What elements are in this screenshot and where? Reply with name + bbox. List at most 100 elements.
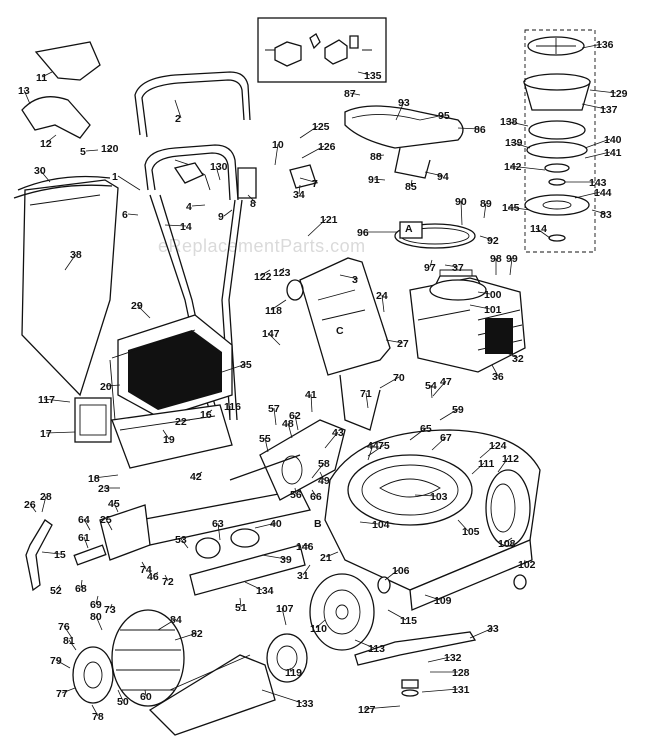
leader-line-14 xyxy=(164,224,187,227)
part-number-34: 34 xyxy=(293,189,305,201)
leader-line-126 xyxy=(301,145,325,159)
leader-line-10 xyxy=(274,143,279,166)
part-number-122: 122 xyxy=(254,271,272,283)
leader-line-83 xyxy=(591,209,607,215)
part-number-31: 31 xyxy=(297,570,309,582)
part-number-101: 101 xyxy=(484,304,502,316)
part-number-131: 131 xyxy=(452,684,470,696)
leader-line-118 xyxy=(270,299,287,311)
part-number-59: 59 xyxy=(452,404,464,416)
part-number-93: 93 xyxy=(398,97,410,109)
callout-letter-b: B xyxy=(314,518,322,530)
part-number-125: 125 xyxy=(312,121,330,133)
part-number-43: 43 xyxy=(332,427,344,439)
part-number-76: 76 xyxy=(58,621,70,633)
part-number-147: 147 xyxy=(262,328,280,340)
engine xyxy=(409,269,526,373)
part-number-117: 117 xyxy=(38,394,55,406)
leader-line-140 xyxy=(584,138,611,149)
leader-line-52 xyxy=(55,584,61,591)
leader-line-54 xyxy=(430,384,433,399)
leader-line-134 xyxy=(244,581,263,591)
part-number-28: 28 xyxy=(40,491,52,503)
mower-deck xyxy=(324,429,541,611)
part-number-113: 113 xyxy=(368,643,385,655)
leader-line-66 xyxy=(311,489,317,497)
leader-line-21 xyxy=(325,551,339,558)
part-number-10: 10 xyxy=(272,139,284,151)
part-number-132: 132 xyxy=(444,652,462,664)
part-number-126: 126 xyxy=(318,141,336,153)
leader-line-71 xyxy=(365,392,369,409)
part-number-60: 60 xyxy=(140,691,152,703)
part-number-48: 48 xyxy=(282,418,294,430)
leader-line-127 xyxy=(363,705,401,710)
part-number-1: 1 xyxy=(112,171,118,183)
part-number-130: 130 xyxy=(210,161,228,173)
leader-line-59 xyxy=(439,408,459,421)
leader-line-22 xyxy=(180,419,191,422)
leader-line-40 xyxy=(254,522,277,529)
part-number-17: 17 xyxy=(40,428,52,440)
part-number-119: 119 xyxy=(285,667,302,679)
leader-line-144 xyxy=(574,191,601,199)
part-number-37: 37 xyxy=(452,262,464,274)
part-number-61: 61 xyxy=(78,532,90,544)
callout-letter-a: A xyxy=(405,223,413,235)
part-number-64: 64 xyxy=(78,514,90,526)
leader-line-138 xyxy=(505,120,529,127)
part-number-94: 94 xyxy=(437,171,449,183)
leader-line-30 xyxy=(39,169,51,183)
part-number-98: 98 xyxy=(490,253,502,265)
part-number-68: 68 xyxy=(75,583,87,595)
leader-line-125 xyxy=(299,125,319,139)
part-number-66: 66 xyxy=(310,491,322,503)
part-number-86: 86 xyxy=(474,124,486,136)
part-number-20: 20 xyxy=(100,381,112,393)
leader-line-63 xyxy=(217,522,221,541)
part-number-42: 42 xyxy=(190,471,202,483)
svg-text:C: C xyxy=(336,325,344,337)
part-number-29: 29 xyxy=(131,300,143,312)
part-number-85: 85 xyxy=(405,181,417,193)
leader-line-43 xyxy=(324,431,339,449)
part-number-95: 95 xyxy=(438,110,450,122)
leader-line-41 xyxy=(310,393,313,413)
part-number-2: 2 xyxy=(175,113,181,125)
part-number-53: 53 xyxy=(175,534,187,546)
leader-line-11 xyxy=(41,71,53,78)
part-number-46: 46 xyxy=(147,571,159,583)
leader-line-31 xyxy=(302,564,311,576)
leader-line-107 xyxy=(281,607,287,626)
part-number-58: 58 xyxy=(318,458,330,470)
part-number-8: 8 xyxy=(250,198,256,210)
leader-line-93 xyxy=(395,101,405,121)
leader-line-46 xyxy=(152,571,159,577)
part-number-120: 120 xyxy=(101,143,119,155)
part-number-144: 144 xyxy=(594,187,612,199)
part-number-111: 111 xyxy=(478,458,495,470)
part-number-26: 26 xyxy=(24,499,36,511)
leader-line-142 xyxy=(509,165,546,171)
leader-line-73 xyxy=(109,603,113,610)
part-number-106: 106 xyxy=(392,565,410,577)
part-number-41: 41 xyxy=(305,389,317,401)
leader-line-27 xyxy=(385,339,404,344)
leader-line-16 xyxy=(205,409,213,415)
part-number-44: 44 xyxy=(367,440,379,452)
leader-line-105 xyxy=(457,519,469,532)
callout-letter-c: C xyxy=(336,325,344,337)
leader-line-48 xyxy=(287,422,293,439)
leader-line-135 xyxy=(357,71,371,76)
part-number-99: 99 xyxy=(506,253,518,265)
leader-line-145 xyxy=(507,206,531,211)
svg-text:B: B xyxy=(314,518,322,530)
leader-line-78 xyxy=(91,704,99,717)
leader-line-38 xyxy=(64,253,77,271)
part-number-77: 77 xyxy=(56,688,68,700)
leader-line-79 xyxy=(55,659,71,669)
leader-line-74 xyxy=(141,561,147,570)
leader-line-75 xyxy=(367,444,385,457)
part-number-49: 49 xyxy=(318,475,330,487)
part-number-14: 14 xyxy=(180,221,192,233)
